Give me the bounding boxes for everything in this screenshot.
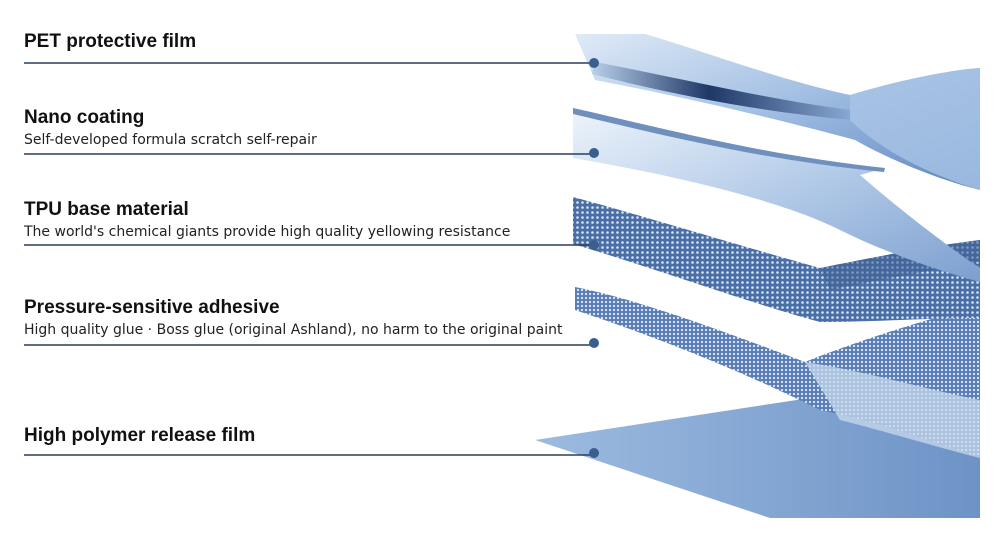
layer-title: Nano coating: [24, 107, 145, 128]
nano-layer-shape: [573, 108, 980, 282]
layer-description: The world's chemical giants provide high…: [24, 224, 511, 240]
layer-description: High quality glue · Boss glue (original …: [24, 322, 563, 338]
adhesive-curl-shape: [805, 362, 980, 458]
pet-curl-shape: [850, 68, 980, 190]
layer-label-adhesive: Pressure-sensitive adhesive High quality…: [24, 297, 562, 339]
tpu-layer-shape: [573, 197, 980, 322]
layer-label-tpu: TPU base material The world's chemical g…: [24, 199, 510, 241]
leader-dot-4: [589, 338, 599, 348]
layer-description: Self-developed formula scratch self-repa…: [24, 132, 317, 148]
leader-dot-5: [589, 448, 599, 458]
layer-label-pet: PET protective film: [24, 31, 196, 53]
layer-label-nano: Nano coating Self-developed formula scra…: [24, 107, 317, 149]
nano-edge-shape: [573, 108, 885, 172]
leader-dot-3: [589, 240, 599, 250]
layer-title: TPU base material: [24, 199, 189, 220]
leader-dot-1: [589, 58, 599, 68]
pet-dark-band: [592, 62, 852, 120]
layer-title: High polymer release film: [24, 425, 256, 446]
layer-title: Pressure-sensitive adhesive: [24, 297, 280, 318]
leader-dot-2: [589, 148, 599, 158]
layer-title: PET protective film: [24, 31, 197, 52]
pet-layer-shape: [575, 34, 980, 190]
layer-label-release: High polymer release film: [24, 425, 255, 447]
